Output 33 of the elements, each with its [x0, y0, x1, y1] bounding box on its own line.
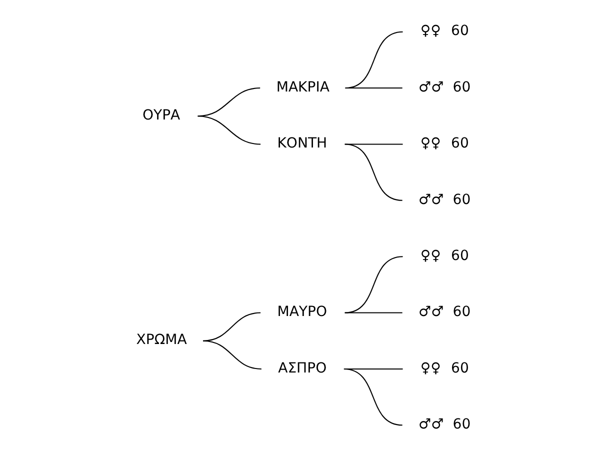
connector — [345, 88, 402, 89]
node-text: ΜΑΥΡΟ — [277, 304, 328, 320]
node-text: ΟΥΡΑ — [142, 107, 180, 124]
node-label: 60 — [451, 23, 469, 40]
connector — [344, 144, 402, 201]
node-label: 60 — [451, 360, 469, 376]
node-label: 60 — [452, 192, 471, 208]
connector — [203, 340, 262, 370]
connector — [344, 368, 402, 426]
node-label: 60 — [452, 416, 471, 432]
node-text: ♂♂ — [418, 416, 444, 432]
connector — [198, 116, 261, 145]
node-text: ♀♀ — [420, 136, 441, 152]
node-label: 60 — [451, 248, 469, 264]
connector — [203, 312, 261, 342]
connector — [345, 31, 403, 89]
node-text: ΚΟΝΤΗ — [277, 136, 328, 152]
node-text: ♀♀ — [420, 360, 441, 376]
node-text: ♂♂ — [418, 304, 444, 320]
node-label: 60 — [452, 304, 471, 320]
node-label: 60 — [451, 136, 469, 152]
node-text: ΑΣΠΡΟ — [278, 360, 327, 376]
connector — [198, 88, 260, 117]
node-text: ♂♂ — [418, 79, 444, 96]
connector — [344, 256, 403, 314]
connector — [344, 144, 403, 145]
node-text: ♀♀ — [420, 23, 441, 40]
connector — [344, 312, 402, 314]
node-label: 60 — [452, 79, 471, 96]
node-text: ΧΡΩΜΑ — [136, 332, 187, 348]
node-text: ♀♀ — [420, 248, 441, 264]
node-text: ♂♂ — [418, 192, 444, 208]
node-text: ΜΑΚΡΙΑ — [276, 79, 330, 96]
